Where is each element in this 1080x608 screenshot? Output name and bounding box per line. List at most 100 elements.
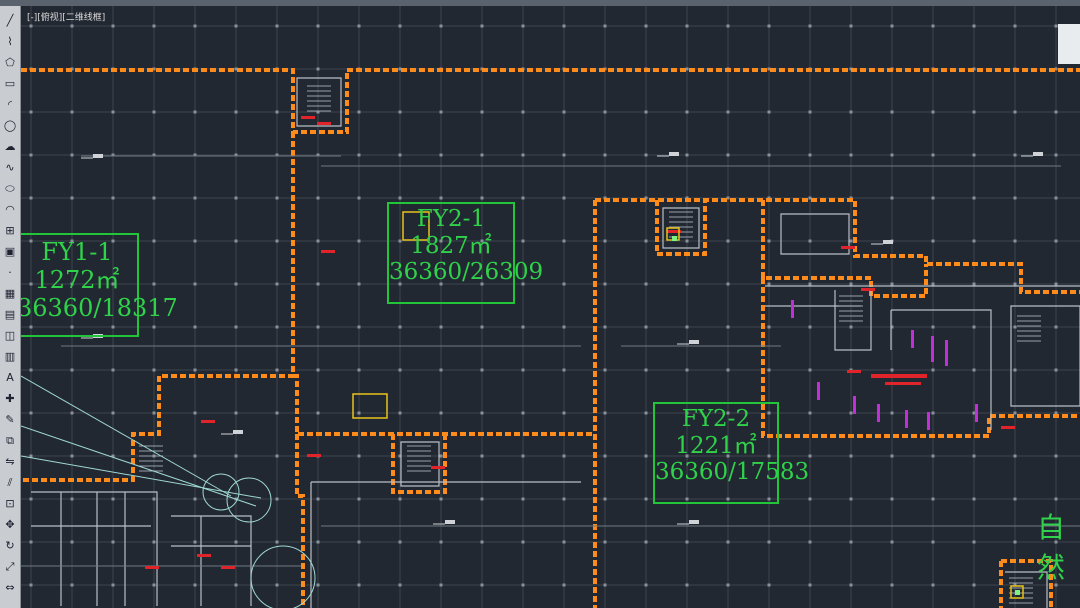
column-marker xyxy=(808,411,812,415)
column-marker xyxy=(29,583,33,587)
multiline-text-tool-icon[interactable]: A xyxy=(6,370,14,384)
red-annotation xyxy=(871,374,927,378)
column-marker xyxy=(808,110,812,114)
column-marker xyxy=(1054,282,1058,286)
drawing-canvas[interactable]: [-][俯视][二维线框] FY1-1 1272㎡ 36360/18317 FY… xyxy=(21,6,1080,608)
column-marker xyxy=(808,282,812,286)
column-marker xyxy=(1054,24,1058,28)
column-marker xyxy=(70,583,74,587)
magenta-device xyxy=(931,336,934,362)
column-marker xyxy=(644,411,648,415)
move-tool-icon[interactable]: ✥ xyxy=(5,517,15,531)
level-tag xyxy=(1033,152,1043,156)
rectangle-tool-icon[interactable]: ▭ xyxy=(4,76,16,90)
gradient-tool-icon[interactable]: ▤ xyxy=(4,307,16,321)
equipment-symbol xyxy=(1010,585,1024,599)
insert-block-tool-icon[interactable]: ⊞ xyxy=(5,223,15,237)
column-marker xyxy=(193,110,197,114)
column-marker xyxy=(357,153,361,157)
draw-toolbar: ╱ ⌇ ⬠ ▭ ◜ ◯ ☁ ∿ ⬭ ◠ ⊞ ▣ · ▦ ▤ ◫ ▥ A ✚ ✎ ⧉ ⇋ ⫽ ⊡ ✥ ↻ ⤢ ⇔ xyxy=(0,6,21,608)
column-marker xyxy=(70,196,74,200)
column-marker xyxy=(152,583,156,587)
arc-tool-icon[interactable]: ◜ xyxy=(7,97,13,111)
column-marker xyxy=(562,583,566,587)
magenta-device xyxy=(905,410,908,428)
column-marker xyxy=(685,368,689,372)
magenta-device xyxy=(791,300,794,318)
polyline-tool-icon[interactable]: ⌇ xyxy=(7,34,13,48)
column-marker xyxy=(767,497,771,501)
region-tool-icon[interactable]: ◫ xyxy=(4,328,16,342)
add-selected-tool-icon[interactable]: ✚ xyxy=(5,391,15,405)
column-marker xyxy=(316,583,320,587)
column-marker xyxy=(357,411,361,415)
column-marker xyxy=(398,411,402,415)
column-marker xyxy=(111,110,115,114)
magenta-device xyxy=(927,412,930,430)
column-marker xyxy=(931,325,935,329)
column-marker xyxy=(480,24,484,28)
column-marker xyxy=(890,411,894,415)
column-marker xyxy=(521,110,525,114)
column-marker xyxy=(562,454,566,458)
fire-zone-boundary xyxy=(391,434,447,494)
hatch-tool-icon[interactable]: ▦ xyxy=(4,286,16,300)
stretch-tool-icon[interactable]: ⇔ xyxy=(5,580,15,594)
fire-zone-boundary xyxy=(21,68,1080,134)
column-marker xyxy=(398,282,402,286)
red-annotation xyxy=(1001,426,1015,429)
column-marker xyxy=(152,153,156,157)
wall-outline xyxy=(1005,571,1048,608)
wall-outline xyxy=(31,491,158,606)
spline-tool-icon[interactable]: ∿ xyxy=(5,160,15,174)
column-marker xyxy=(234,325,238,329)
column-marker xyxy=(644,540,648,544)
column-marker xyxy=(644,368,648,372)
revcloud-tool-icon[interactable]: ☁ xyxy=(4,139,16,153)
scale-tool-icon[interactable]: ⤢ xyxy=(5,559,15,573)
circle-tool-icon[interactable]: ◯ xyxy=(3,118,17,132)
column-marker xyxy=(1013,454,1017,458)
column-marker xyxy=(644,239,648,243)
column-marker xyxy=(357,540,361,544)
line-tool-icon[interactable]: ╱ xyxy=(6,13,14,27)
column-marker xyxy=(1013,497,1017,501)
column-marker xyxy=(603,239,607,243)
viewport-controls-label[interactable]: [-][俯视][二维线框] xyxy=(27,13,106,23)
column-marker xyxy=(726,583,730,587)
rotate-tool-icon[interactable]: ↻ xyxy=(5,538,15,552)
leader-line xyxy=(21,455,262,499)
viewcube-panel[interactable] xyxy=(1058,24,1080,64)
erase-tool-icon[interactable]: ✎ xyxy=(5,412,15,426)
make-block-tool-icon[interactable]: ▣ xyxy=(4,244,16,258)
polygon-tool-icon[interactable]: ⬠ xyxy=(5,55,15,69)
red-annotation xyxy=(301,116,315,119)
offset-tool-icon[interactable]: ⫽ xyxy=(7,475,13,489)
column-marker xyxy=(931,282,935,286)
column-marker xyxy=(808,583,812,587)
column-marker xyxy=(644,454,648,458)
column-marker xyxy=(603,454,607,458)
column-marker xyxy=(603,282,607,286)
marker-square xyxy=(1015,590,1020,595)
copy-tool-icon[interactable]: ⧉ xyxy=(6,433,14,447)
mirror-tool-icon[interactable]: ⇋ xyxy=(5,454,15,468)
column-marker xyxy=(603,583,607,587)
column-marker xyxy=(152,239,156,243)
column-marker xyxy=(152,282,156,286)
column-marker xyxy=(808,239,812,243)
point-tool-icon[interactable]: · xyxy=(8,265,12,279)
ellipse-arc-tool-icon[interactable]: ◠ xyxy=(5,202,15,216)
table-tool-icon[interactable]: ▥ xyxy=(4,349,16,363)
column-marker xyxy=(1054,67,1058,71)
level-tag xyxy=(93,154,103,158)
array-tool-icon[interactable]: ⊡ xyxy=(5,496,15,510)
column-marker xyxy=(439,153,443,157)
column-marker xyxy=(767,153,771,157)
ellipse-tool-icon[interactable]: ⬭ xyxy=(5,181,15,195)
column-marker xyxy=(111,411,115,415)
column-marker xyxy=(480,540,484,544)
column-marker xyxy=(726,497,730,501)
column-marker xyxy=(972,196,976,200)
column-marker xyxy=(603,411,607,415)
